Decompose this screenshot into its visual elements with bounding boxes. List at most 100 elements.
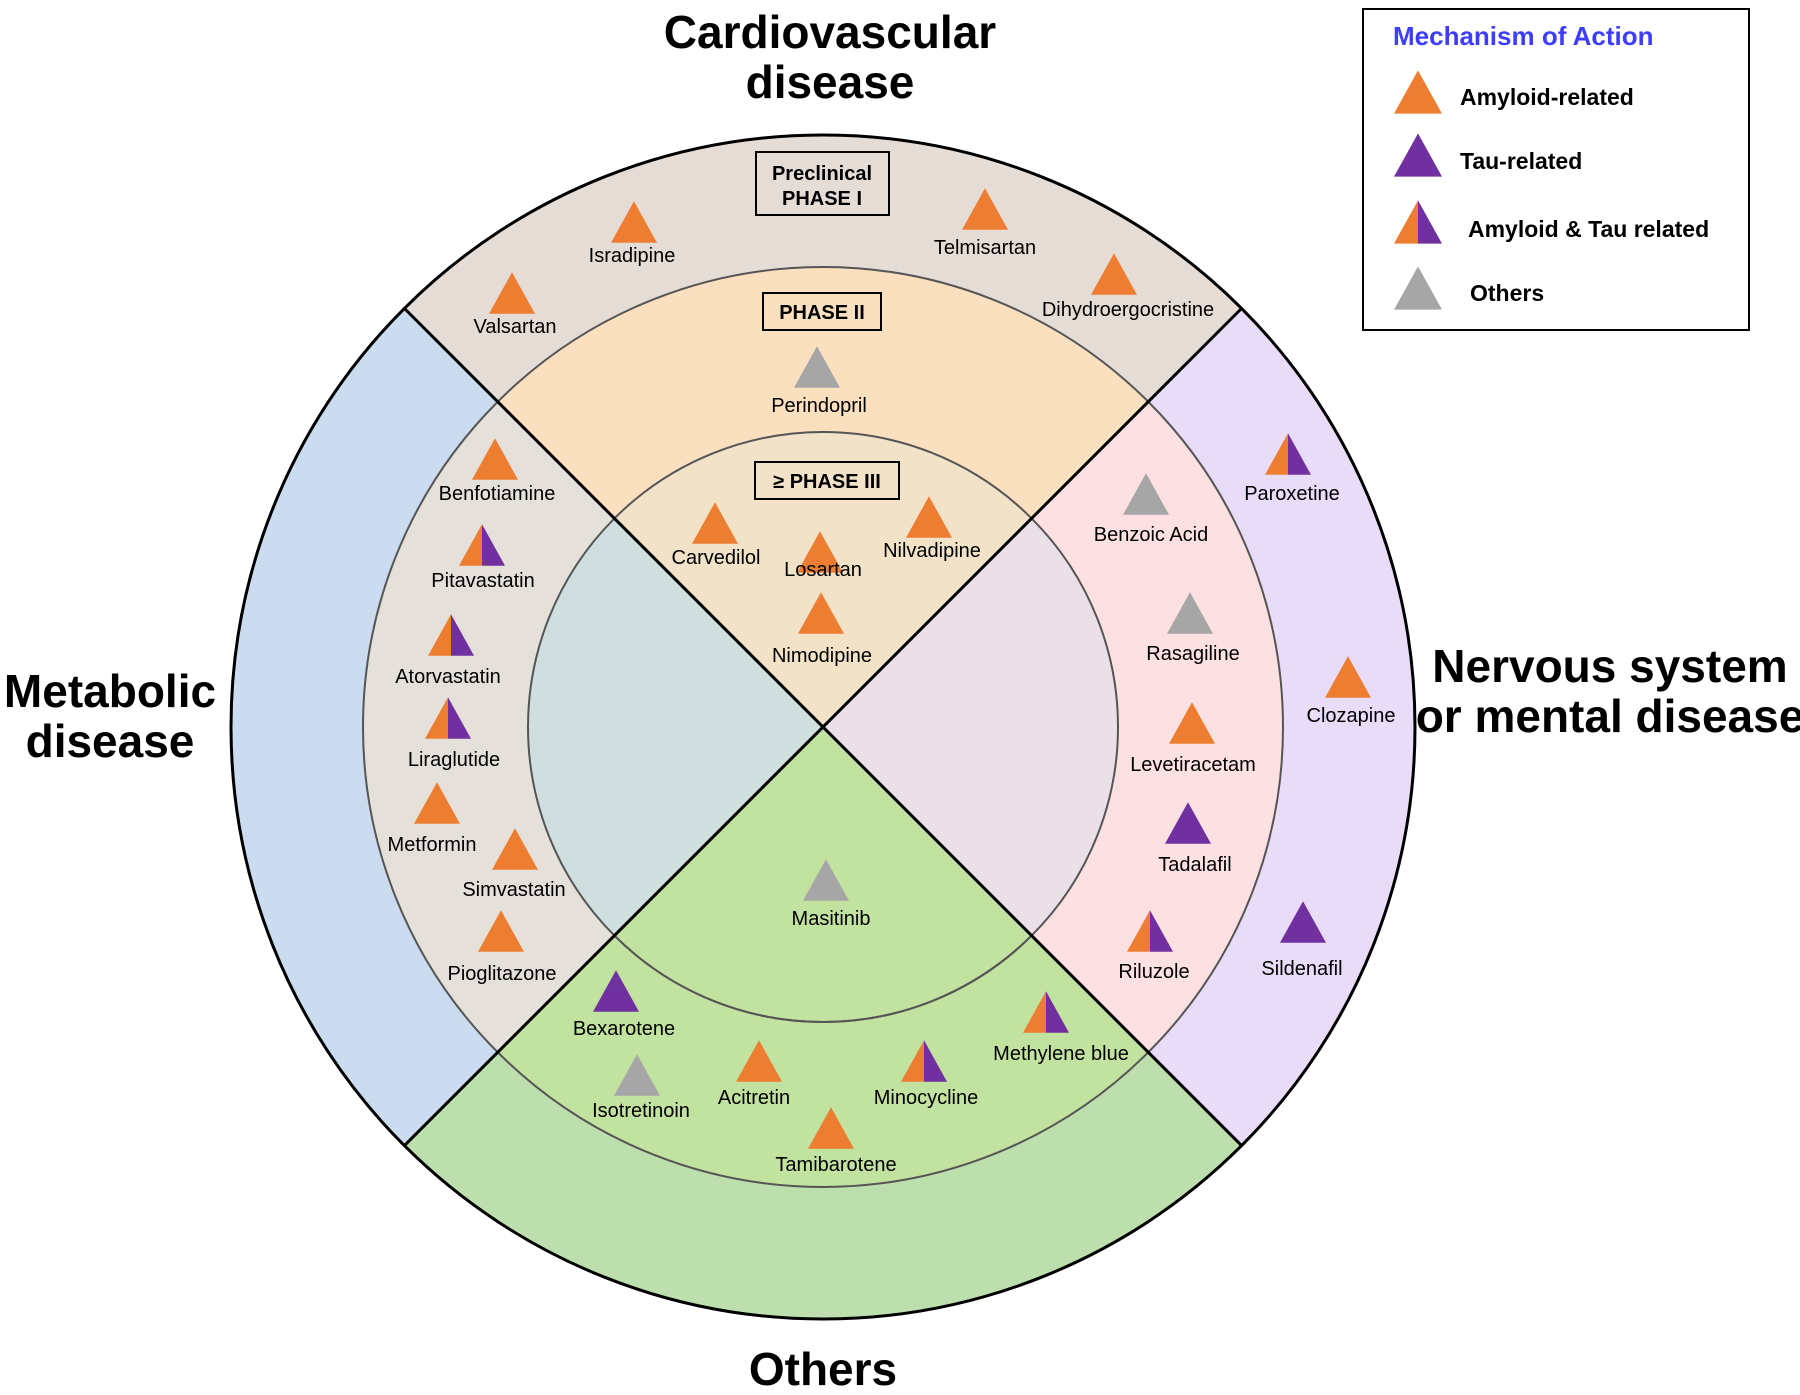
drug-label-carvedilol: Carvedilol bbox=[672, 547, 761, 569]
phase-label-phase-2: PHASE II bbox=[779, 302, 865, 324]
drug-label-pitavastatin: Pitavastatin bbox=[431, 570, 534, 592]
inner-circle bbox=[527, 431, 1119, 1023]
other-triangle-icon bbox=[1123, 473, 1169, 515]
legend-label-others: Others bbox=[1470, 280, 1544, 306]
amyloid-mechanism-icon bbox=[472, 438, 518, 480]
drug-label-minocycline: Minocycline bbox=[874, 1087, 978, 1109]
legend-item-others: Others bbox=[1394, 266, 1544, 310]
amyloid-legend-icon bbox=[1394, 70, 1442, 114]
ring-sectors bbox=[231, 135, 1415, 1319]
drug-marker-valsartan: Valsartan bbox=[473, 272, 557, 338]
amyloid-mechanism-icon bbox=[808, 1107, 854, 1149]
category-label-cardiovascular-line-2: disease bbox=[746, 56, 915, 108]
drug-marker-masitinib: Masitinib bbox=[792, 859, 871, 930]
amyloid-triangle-icon bbox=[906, 496, 952, 538]
tau-mechanism-icon bbox=[1165, 802, 1211, 844]
drug-label-tadalafil: Tadalafil bbox=[1158, 854, 1231, 876]
drug-marker-bexarotene: Bexarotene bbox=[573, 970, 675, 1040]
legend: Mechanism of Action Amyloid-related Tau-… bbox=[1362, 8, 1750, 331]
amyloid-mechanism-icon bbox=[489, 272, 535, 314]
drug-marker-isotretinoin: Isotretinoin bbox=[592, 1054, 690, 1122]
nervous-middle-ring bbox=[1031, 401, 1284, 1053]
drug-label-atorvastatin: Atorvastatin bbox=[395, 666, 501, 688]
amyloid-triangle-icon bbox=[797, 531, 843, 573]
drug-label-masitinib: Masitinib bbox=[792, 908, 871, 930]
amyloid-half-triangle-icon bbox=[901, 1040, 924, 1082]
others-outer-ring bbox=[404, 1052, 1242, 1319]
category-label-metabolic-line-2: disease bbox=[26, 715, 195, 767]
drug-label-rasagiline: Rasagiline bbox=[1146, 643, 1239, 665]
drug-label-riluzole: Riluzole bbox=[1118, 961, 1189, 983]
drug-label-losartan: Losartan bbox=[784, 559, 862, 581]
amyloid-triangle-icon bbox=[798, 592, 844, 634]
legend-item-tau: Tau-related bbox=[1394, 133, 1582, 177]
drug-marker-paroxetine: Paroxetine bbox=[1244, 433, 1340, 505]
amyloid-mechanism-icon bbox=[798, 592, 844, 634]
tau-mechanism-icon bbox=[1280, 901, 1326, 943]
other-triangle-icon bbox=[803, 859, 849, 901]
amyloid-half-triangle-icon bbox=[1265, 433, 1288, 475]
amyloid-mechanism-icon bbox=[492, 828, 538, 870]
drug-marker-clozapine: Clozapine bbox=[1307, 656, 1396, 727]
drug-label-telmisartan: Telmisartan bbox=[934, 237, 1036, 259]
category-label-cardiovascular-line-1: Cardiovascular bbox=[664, 6, 996, 58]
middle-circle bbox=[362, 266, 1284, 1188]
drug-marker-dihydroergocristine: Dihydroergocristine bbox=[1042, 253, 1214, 321]
both-mechanism-icon bbox=[1265, 433, 1311, 475]
other-mechanism-icon bbox=[794, 346, 840, 388]
drug-marker-carvedilol: Carvedilol bbox=[672, 502, 761, 569]
both-mechanism-icon bbox=[901, 1040, 947, 1082]
legend-label-tau: Tau-related bbox=[1460, 148, 1582, 174]
drug-label-nimodipine: Nimodipine bbox=[772, 645, 872, 667]
tau-triangle-icon bbox=[1394, 133, 1442, 177]
legend-title: Mechanism of Action bbox=[1393, 21, 1654, 51]
outer-circle bbox=[229, 133, 1417, 1321]
drug-label-benfotiamine: Benfotiamine bbox=[439, 483, 556, 505]
others-inner-disc bbox=[497, 727, 1149, 1188]
drug-marker-simvastatin: Simvastatin bbox=[462, 828, 566, 901]
drug-label-tamibarotene: Tamibarotene bbox=[775, 1154, 896, 1176]
drug-label-methylene-blue: Methylene blue bbox=[993, 1043, 1129, 1065]
other-mechanism-icon bbox=[1123, 473, 1169, 515]
drug-marker-nilvadipine: Nilvadipine bbox=[883, 496, 981, 562]
ring-borders bbox=[229, 133, 1417, 1321]
other-mechanism-icon bbox=[803, 859, 849, 901]
drug-marker-benzoic-acid: Benzoic Acid bbox=[1094, 473, 1208, 546]
amyloid-mechanism-icon bbox=[611, 201, 657, 243]
legend-item-amyloid: Amyloid-related bbox=[1394, 70, 1634, 114]
drug-marker-rasagiline: Rasagiline bbox=[1146, 592, 1240, 665]
amyloid-mechanism-icon bbox=[1091, 253, 1137, 295]
amyloid-mechanism-icon bbox=[906, 496, 952, 538]
tau-triangle-icon bbox=[593, 970, 639, 1012]
drug-marker-metformin: Metformin bbox=[388, 782, 476, 856]
drug-marker-tamibarotene: Tamibarotene bbox=[775, 1107, 897, 1176]
amyloid-mechanism-icon bbox=[797, 531, 843, 573]
phase-box-phase-3 bbox=[754, 461, 900, 500]
amyloid-triangle-icon bbox=[414, 782, 460, 824]
amyloid-triangle-icon bbox=[736, 1040, 782, 1082]
drug-marker-nimodipine: Nimodipine bbox=[772, 592, 872, 667]
amyloid-triangle-icon bbox=[962, 188, 1008, 230]
tau-mechanism-icon bbox=[593, 970, 639, 1012]
drug-marker-methylene-blue: Methylene blue bbox=[993, 991, 1129, 1065]
tau-triangle-icon bbox=[1165, 802, 1211, 844]
drug-label-bexarotene: Bexarotene bbox=[573, 1018, 675, 1040]
drug-label-clozapine: Clozapine bbox=[1307, 705, 1396, 727]
amyloid-triangle-icon bbox=[472, 438, 518, 480]
tau-half-triangle-icon bbox=[1288, 433, 1311, 475]
metabolic-outer-ring bbox=[231, 308, 498, 1146]
category-label-nervous-line-1: Nervous system bbox=[1432, 640, 1787, 692]
drug-label-perindopril: Perindopril bbox=[771, 395, 867, 417]
amyloid-triangle-icon bbox=[1325, 656, 1371, 698]
both-legend-icon bbox=[1394, 200, 1442, 244]
metabolic-inner-disc bbox=[528, 518, 823, 936]
drug-label-pioglitazone: Pioglitazone bbox=[448, 963, 557, 985]
phase-label-preclinical-line-1: Preclinical bbox=[772, 163, 872, 185]
drug-label-isradipine: Isradipine bbox=[589, 245, 676, 267]
drug-marker-levetiracetam: Levetiracetam bbox=[1130, 702, 1256, 776]
amyloid-triangle-icon bbox=[1091, 253, 1137, 295]
drug-marker-telmisartan: Telmisartan bbox=[934, 188, 1036, 259]
amyloid-half-triangle-icon bbox=[1023, 991, 1046, 1033]
other-triangle-icon bbox=[1394, 266, 1442, 310]
drug-marker-minocycline: Minocycline bbox=[874, 1040, 978, 1109]
